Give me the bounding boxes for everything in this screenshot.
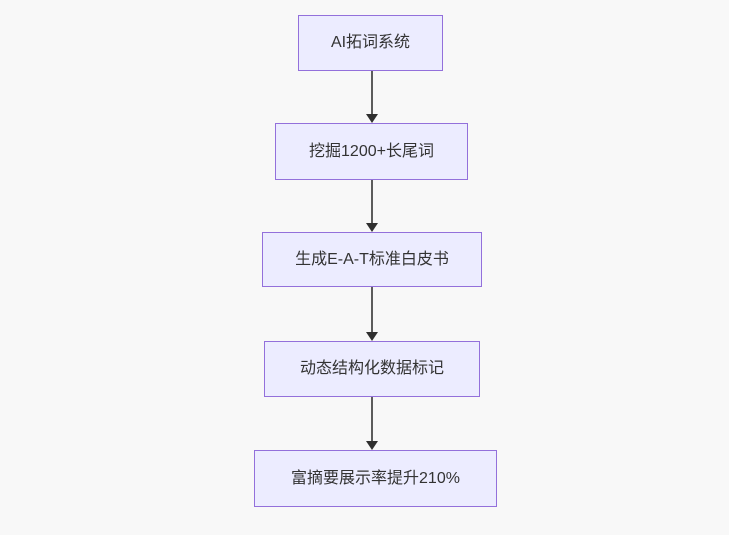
- arrow-down-icon: [365, 332, 378, 341]
- arrow-down-icon: [365, 441, 378, 450]
- arrow-down-icon: [365, 114, 378, 123]
- flow-node-rich-snippet-result: 富摘要展示率提升210%: [254, 450, 497, 507]
- flow-arrow-1: [365, 71, 378, 123]
- flow-arrow-3: [365, 287, 378, 341]
- flow-arrow-2: [365, 180, 378, 232]
- flow-node-eat-whitepaper: 生成E-A-T标准白皮书: [262, 232, 482, 287]
- flow-node-structured-data-markup: 动态结构化数据标记: [264, 341, 480, 397]
- arrow-line: [370, 397, 373, 442]
- arrow-line: [370, 180, 373, 224]
- flow-node-ai-keyword-system: AI拓词系统: [298, 15, 443, 71]
- arrow-line: [370, 71, 373, 115]
- arrow-line: [370, 287, 373, 333]
- flow-node-label: 挖掘1200+长尾词: [309, 142, 434, 160]
- flow-node-label: AI拓词系统: [330, 34, 411, 52]
- arrow-down-icon: [365, 223, 378, 232]
- flow-node-label: 动态结构化数据标记: [299, 360, 444, 378]
- flow-node-longtail-mining: 挖掘1200+长尾词: [275, 123, 468, 180]
- flow-node-label: 生成E-A-T标准白皮书: [295, 250, 449, 268]
- flow-arrow-4: [365, 397, 378, 450]
- flow-node-label: 富摘要展示率提升210%: [291, 469, 460, 487]
